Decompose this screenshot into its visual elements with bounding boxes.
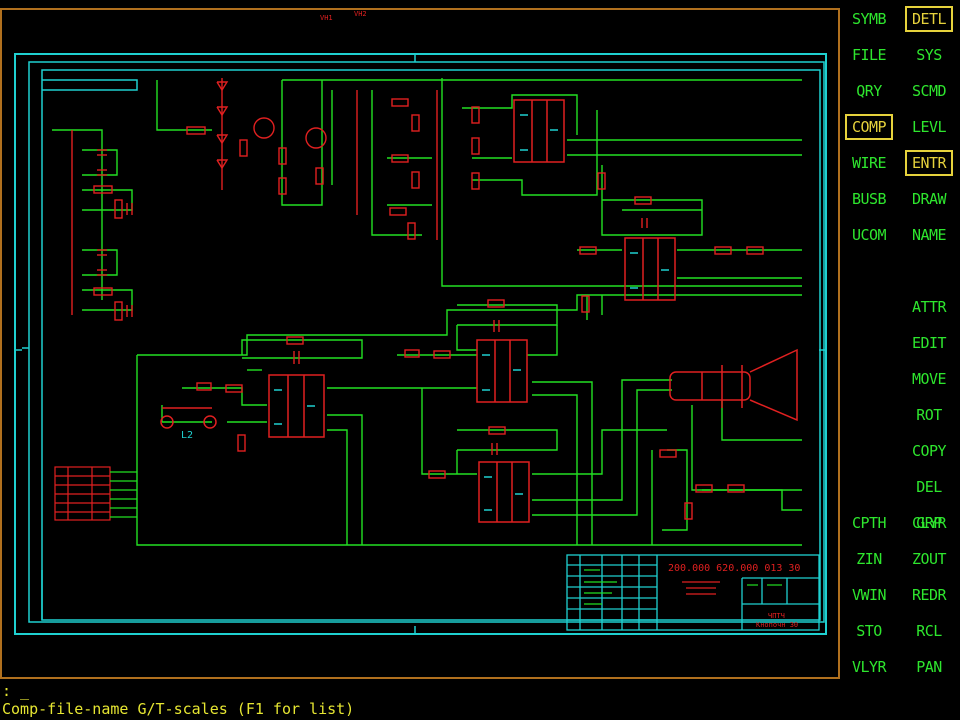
menu-button-redr[interactable]: REDR [911,586,947,604]
menu-button-file[interactable]: FILE [851,46,887,64]
menu-button-comp[interactable]: COMP [845,114,893,140]
menu-button-scmd[interactable]: SCMD [911,82,947,100]
command-menu: SYMB DETL FILE SYS QRY SCMD COMP LEVL WIRE ENTR BU… [842,0,960,690]
menu-button-levl[interactable]: LEVL [911,118,947,136]
menu-button-del[interactable]: DEL [916,478,942,496]
menu-button-draw[interactable]: DRAW [911,190,947,208]
menu-button-vlyr[interactable]: VLYR [851,658,887,676]
menu-button-zout[interactable]: ZOUT [911,550,947,568]
menu-button-entr[interactable]: ENTR [905,150,953,176]
connector-table [54,466,111,521]
menu-button-wire[interactable]: WIRE [851,154,887,172]
menu-button-qry[interactable]: QRY [856,82,882,100]
menu-button-vwin[interactable]: VWIN [851,586,887,604]
top-label-vh2: VH2 [354,10,367,18]
title-block-lines [682,581,720,595]
drawing-canvas[interactable]: VH1 VH2 [0,8,840,679]
opamp-pins [274,114,669,511]
wires [52,78,802,546]
menu-button-attr[interactable]: ATTR [911,298,947,316]
top-label-vh1: VH1 [320,14,333,22]
title-block-coords: 200.000 620.000 013 30 [668,563,800,574]
connector-leads [110,471,137,518]
border-ticks [15,54,826,634]
menu-button-grp[interactable]: GRP [916,514,942,532]
title-block-code: ЧПТЧ [768,612,785,620]
components [71,78,764,520]
menu-button-rcl[interactable]: RCL [916,622,942,640]
menu-button-name[interactable]: NAME [911,226,947,244]
command-message: Comp-file-name G/T-scales (F1 for list) [2,700,355,718]
sheet-border [14,53,827,635]
title-block-sheet: Кнопочн 30 [756,621,798,629]
menu-button-edit[interactable]: EDIT [911,334,947,352]
menu-button-move[interactable]: MOVE [911,370,947,388]
command-line[interactable]: : _ Comp-file-name G/T-scales (F1 for li… [2,683,702,719]
menu-button-cpth[interactable]: CPTH [851,514,887,532]
opamp-blocks [268,99,676,523]
menu-button-ucom[interactable]: UCOM [851,226,887,244]
menu-button-zin[interactable]: ZIN [856,550,882,568]
menu-button-busb[interactable]: BUSB [851,190,887,208]
title-block-strokes [584,569,782,605]
part-l2 [160,407,217,429]
command-prompt[interactable]: : _ [2,682,30,700]
title-block [566,554,820,631]
menu-button-sys[interactable]: SYS [916,46,942,64]
part-label-l2: L2 [181,430,193,441]
menu-button-pan[interactable]: PAN [916,658,942,676]
menu-button-detl[interactable]: DETL [905,6,953,32]
menu-button-symb[interactable]: SYMB [851,10,887,28]
menu-button-clyr[interactable]: CLYR [911,514,947,532]
menu-button-copy[interactable]: COPY [911,442,947,460]
menu-button-rot[interactable]: ROT [916,406,942,424]
menu-button-sto[interactable]: STO [856,622,882,640]
schematic-drawing[interactable]: VH1 VH2 [2,10,838,677]
crt-tube [669,348,798,422]
